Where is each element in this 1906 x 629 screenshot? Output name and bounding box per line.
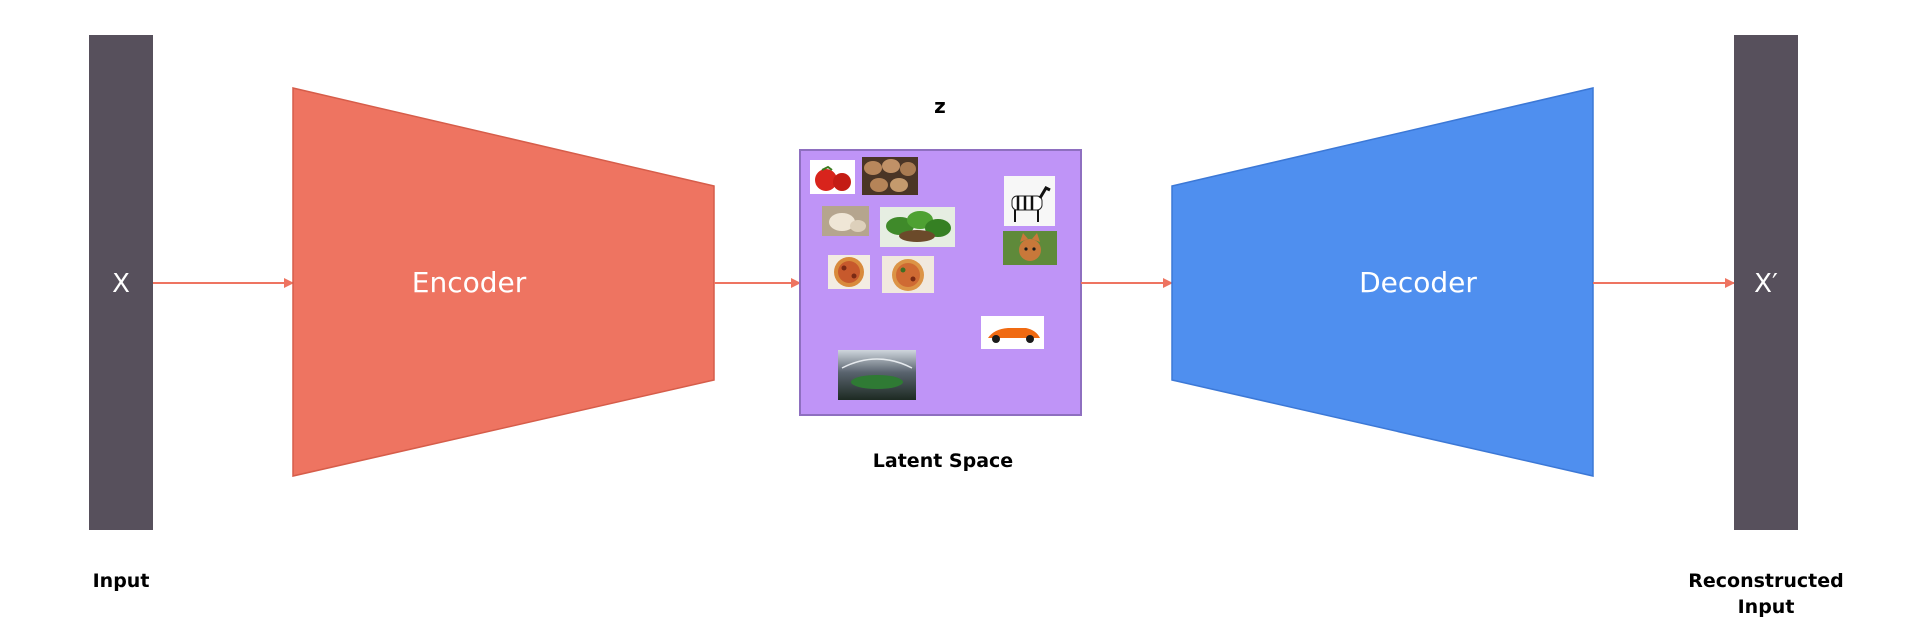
output-symbol: X′	[1754, 269, 1778, 299]
input-symbol: X	[112, 269, 130, 299]
latent-caption: Latent Space	[873, 450, 1013, 472]
tomato-thumbnail	[810, 160, 855, 194]
decoder-block	[1171, 87, 1594, 477]
encoder-label: Encoder	[412, 266, 527, 299]
cat-thumbnail	[1003, 231, 1057, 265]
output-caption-line2: Input	[1738, 596, 1795, 618]
decoder-label: Decoder	[1359, 266, 1477, 299]
output-bar	[1734, 35, 1798, 530]
basil-thumbnail	[880, 207, 955, 247]
latent-symbol: z	[934, 94, 946, 118]
zebra-thumbnail	[1004, 176, 1055, 226]
input-bar	[89, 35, 153, 530]
encoder-block	[292, 87, 715, 477]
latent-thumbnails	[810, 157, 1057, 400]
input-caption: Input	[93, 570, 150, 592]
stadium-thumbnail	[838, 350, 916, 400]
pizza-thumbnail	[828, 255, 870, 289]
sports-car-thumbnail	[981, 316, 1044, 349]
pizza-thumbnail	[882, 256, 934, 293]
output-caption-line1: Reconstructed	[1688, 570, 1843, 592]
garlic-thumbnail	[822, 206, 869, 236]
potatoes-thumbnail	[862, 157, 918, 195]
